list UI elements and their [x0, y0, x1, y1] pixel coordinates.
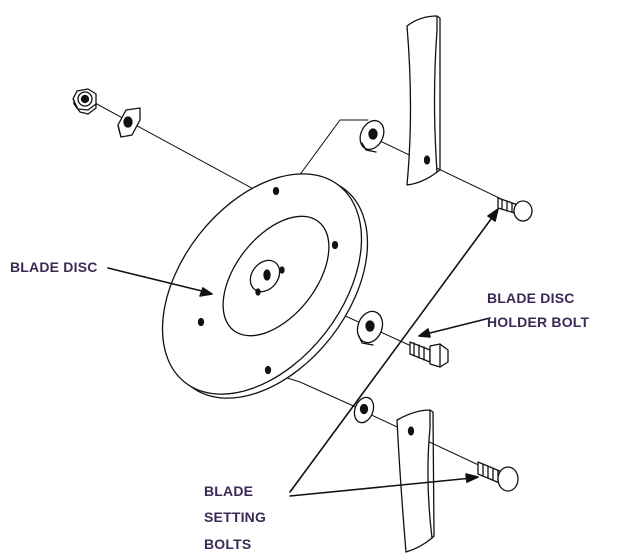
hex-nut — [72, 88, 97, 115]
label-setting-bolts-line1: BLADE — [204, 483, 254, 499]
washer-lower — [353, 396, 375, 424]
label-setting-bolts-line3: BOLTS — [204, 536, 252, 552]
washer-left — [117, 107, 141, 138]
label-setting-bolts-line2: SETTING — [204, 509, 267, 525]
blade-upper — [406, 15, 441, 186]
leader-arrows — [107, 208, 499, 497]
label-blade-disc: BLADE DISC — [10, 259, 98, 275]
setting-bolt-lower — [477, 461, 519, 492]
setting-bolt-upper — [497, 197, 533, 222]
blade-disc — [161, 173, 369, 399]
blade-lower — [396, 409, 435, 553]
holder-bolt — [409, 341, 449, 368]
washer-middle — [356, 310, 384, 346]
label-holder-bolt-line1: BLADE DISC — [487, 290, 575, 306]
label-holder-bolt-line2: HOLDER BOLT — [487, 314, 590, 330]
washer-upper — [359, 119, 385, 153]
